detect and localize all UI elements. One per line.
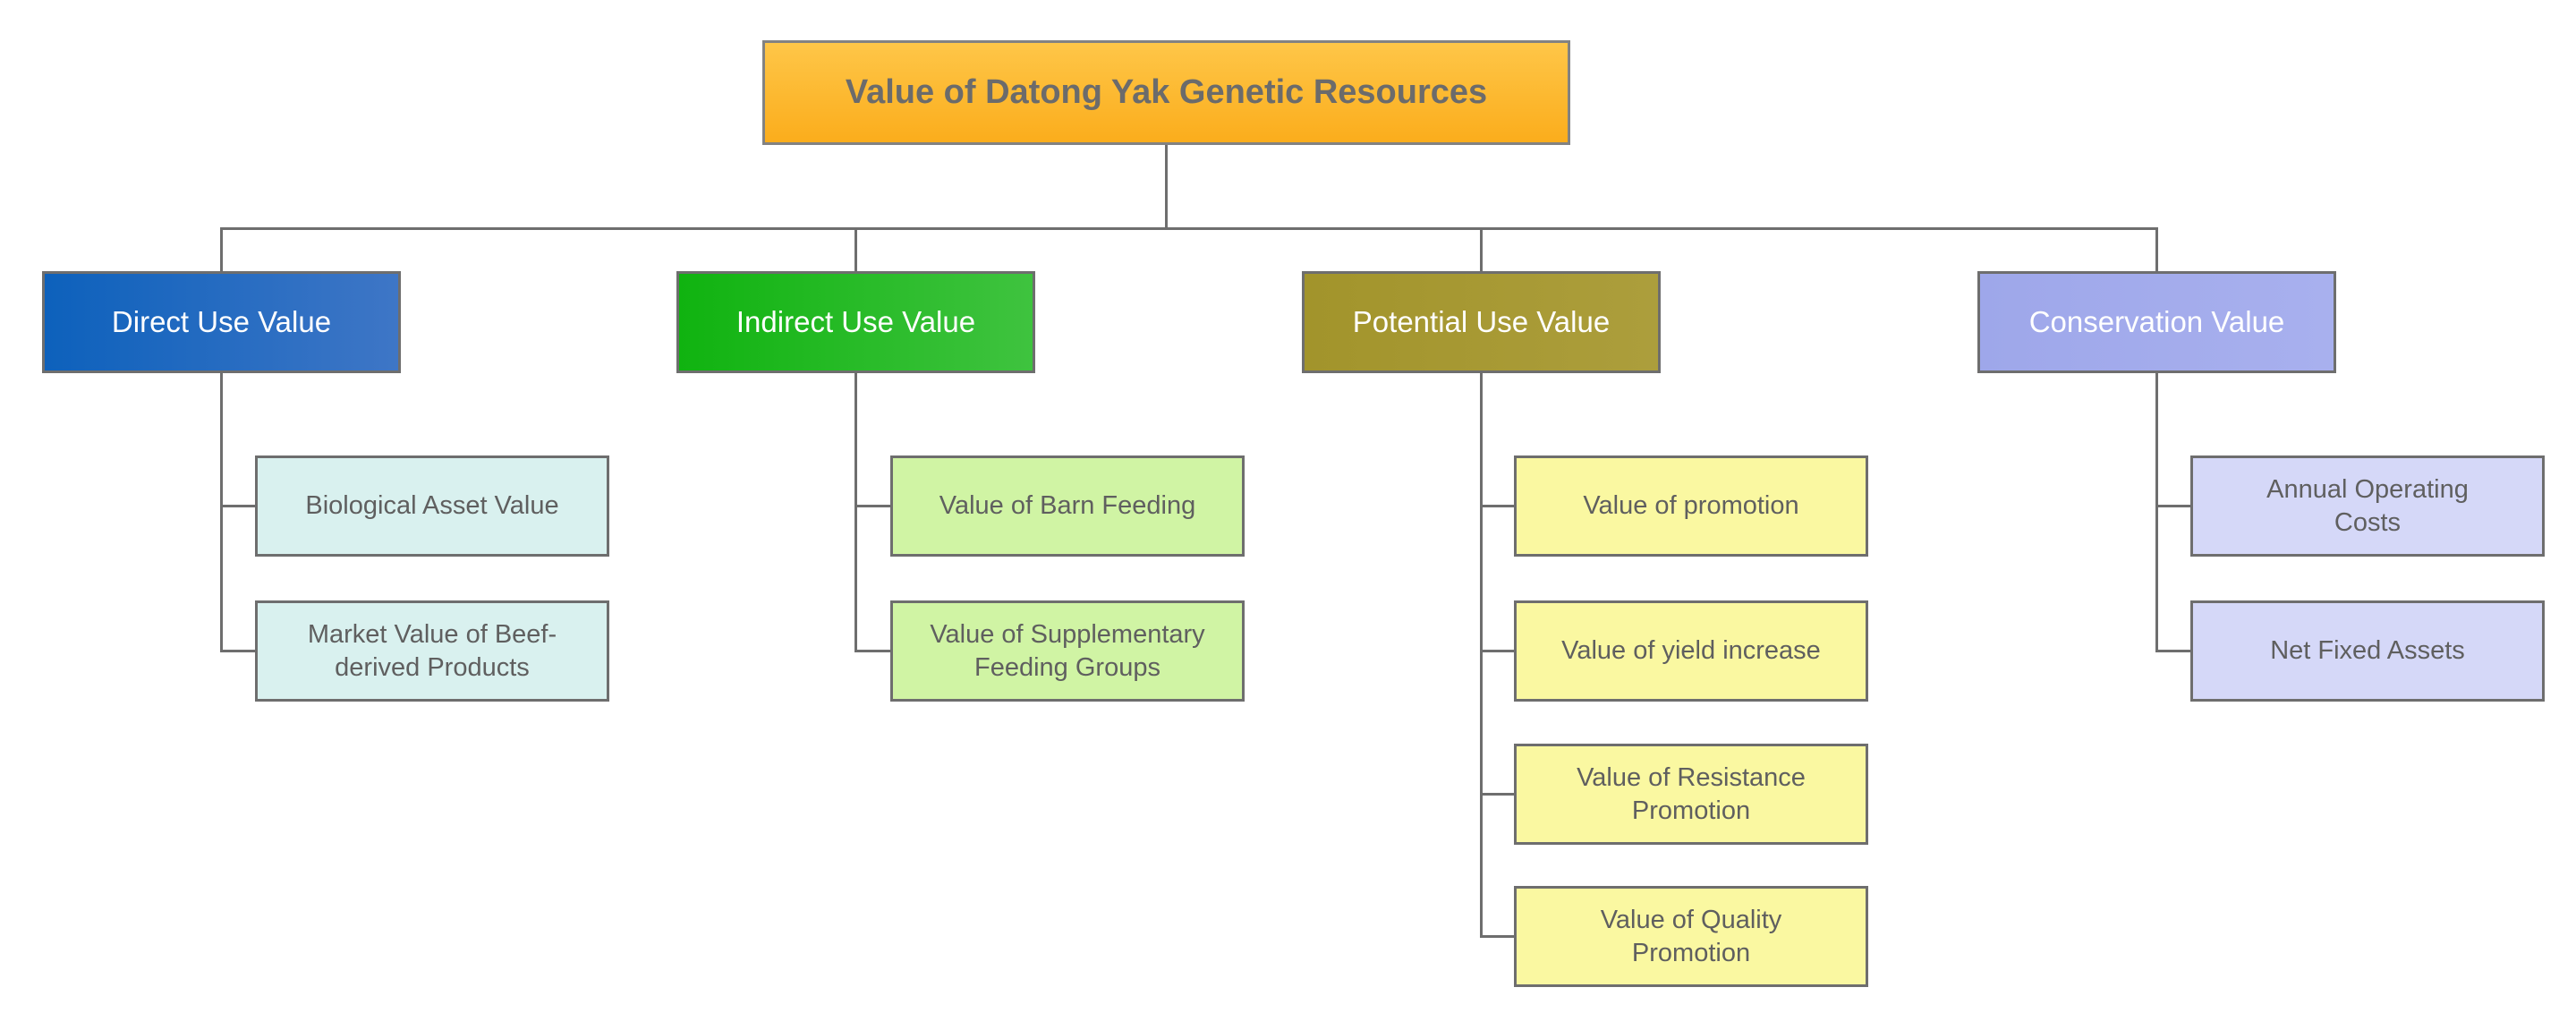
root-node: Value of Datong Yak Genetic Resources	[762, 40, 1570, 145]
leaf-node-value-of-resistance-promotion: Value of Resistance Promotion	[1514, 744, 1868, 845]
leaf-node-value-of-yield-increase: Value of yield increase	[1514, 600, 1868, 702]
connector-elbow-conservation-2	[2155, 650, 2191, 652]
connector-elbow-indirect-2	[854, 650, 891, 652]
leaf-label: Biological Asset Value	[305, 491, 559, 521]
branch-node-indirect-use-value: Indirect Use Value	[676, 271, 1035, 373]
connector-elbow-potential-2	[1480, 650, 1515, 652]
leaf-node-annual-operating-costs: Annual Operating Costs	[2190, 455, 2545, 557]
leaf-node-value-of-barn-feeding: Value of Barn Feeding	[890, 455, 1245, 557]
connector-branch-stub-direct	[220, 227, 223, 273]
leaf-label: Value of Barn Feeding	[939, 491, 1196, 521]
leaf-node-value-of-quality-promotion: Value of Quality Promotion	[1514, 886, 1868, 987]
branch-node-potential-use-value: Potential Use Value	[1302, 271, 1661, 373]
root-node-label: Value of Datong Yak Genetic Resources	[845, 73, 1488, 111]
connector-elbow-direct-1	[220, 505, 256, 507]
leaf-label: Annual Operating Costs	[2266, 475, 2469, 537]
leaf-node-biological-asset-value: Biological Asset Value	[255, 455, 609, 557]
connector-trunk-direct	[220, 373, 223, 652]
connector-elbow-potential-3	[1480, 793, 1515, 796]
leaf-node-value-of-promotion: Value of promotion	[1514, 455, 1868, 557]
branch-label: Indirect Use Value	[735, 305, 976, 338]
connector-elbow-potential-4	[1480, 935, 1515, 938]
leaf-label: Value of promotion	[1583, 491, 1799, 521]
branch-node-conservation-value: Conservation Value	[1977, 271, 2336, 373]
branch-label: Potential Use Value	[1352, 305, 1611, 338]
leaf-node-value-of-supplementary-feeding-groups: Value of Supplementary Feeding Groups	[890, 600, 1245, 702]
leaf-label: Net Fixed Assets	[2270, 636, 2465, 666]
connector-elbow-conservation-1	[2155, 505, 2191, 507]
connector-trunk-indirect	[854, 373, 857, 652]
leaf-label: Value of Quality Promotion	[1600, 906, 1782, 967]
leaf-label: Value of Supplementary Feeding Groups	[930, 620, 1205, 682]
leaf-label: Value of yield increase	[1561, 636, 1821, 666]
branch-label: Direct Use Value	[111, 305, 332, 338]
leaf-label: Value of Resistance Promotion	[1577, 763, 1806, 825]
connector-branch-stub-conservation	[2155, 227, 2158, 273]
connector-trunk-potential	[1480, 373, 1483, 938]
branch-label: Conservation Value	[2028, 305, 2285, 338]
connector-elbow-direct-2	[220, 650, 256, 652]
leaf-label: Market Value of Beef- derived Products	[307, 620, 557, 682]
connector-elbow-potential-1	[1480, 505, 1515, 507]
leaf-node-market-value-of-beef-derived-products: Market Value of Beef- derived Products	[255, 600, 609, 702]
connector-branch-stub-potential	[1480, 227, 1483, 273]
branch-node-direct-use-value: Direct Use Value	[42, 271, 401, 373]
connector-trunk-conservation	[2155, 373, 2158, 652]
connector-root-stub	[1165, 145, 1168, 229]
connector-elbow-indirect-1	[854, 505, 891, 507]
connector-branch-stub-indirect	[854, 227, 857, 273]
leaf-node-net-fixed-assets: Net Fixed Assets	[2190, 600, 2545, 702]
connector-top-horizontal	[220, 227, 2158, 230]
